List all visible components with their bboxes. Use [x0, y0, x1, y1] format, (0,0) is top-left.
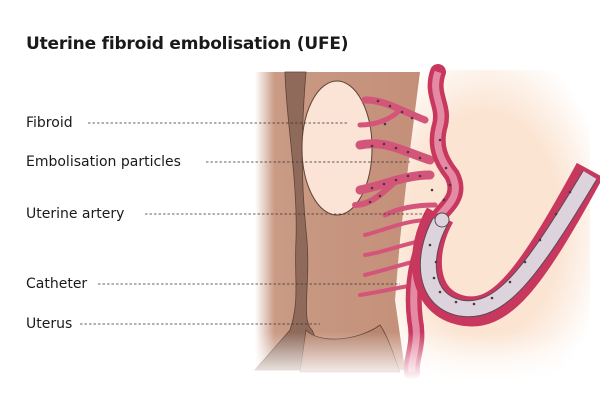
label-fibroid: Fibroid	[26, 115, 73, 131]
label-catheter: Catheter	[26, 276, 88, 292]
label-uterus: Uterus	[26, 316, 73, 332]
label-uterine-artery: Uterine artery	[26, 206, 125, 222]
label-embolisation-particles: Embolisation particles	[26, 154, 181, 170]
diagram-title: Uterine fibroid embolisation (UFE)	[26, 34, 349, 54]
